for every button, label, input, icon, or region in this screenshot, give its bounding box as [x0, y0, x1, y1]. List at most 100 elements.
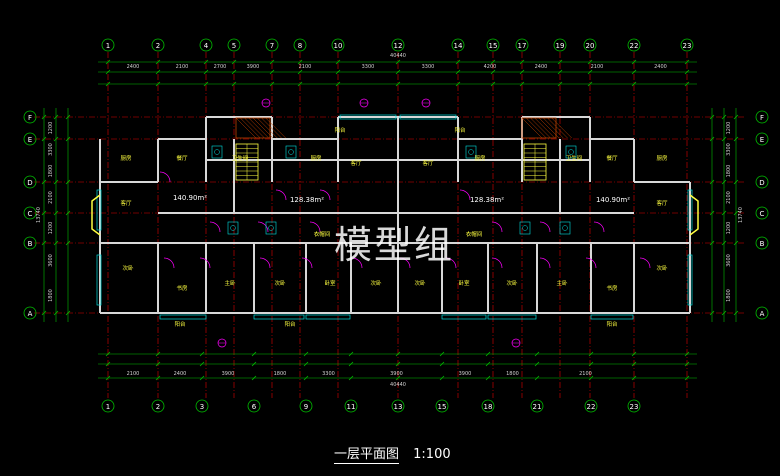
dim-tick	[733, 114, 739, 120]
axis-bubble-top	[265, 38, 279, 52]
dim-tick	[348, 351, 354, 357]
room-label-bath: 卫生间	[566, 154, 583, 162]
axis-label-top: 14	[454, 42, 463, 50]
room-label-master: 主卧	[224, 279, 236, 287]
dim-text-bottom: 2100	[579, 371, 592, 377]
fixture	[227, 221, 239, 235]
dim-tick	[733, 210, 739, 216]
axis-label-bottom: 1	[106, 403, 110, 411]
room-label-kitchen: 厨房	[310, 154, 322, 162]
dim-tick	[203, 59, 209, 65]
room-label-kitchen: 厨房	[656, 154, 668, 162]
dim-tick	[203, 81, 209, 87]
fixture	[559, 221, 571, 235]
axis-bubble-bottom	[530, 399, 544, 413]
room-label-balcony: 阳台	[284, 320, 296, 328]
axis-label-top: 19	[556, 42, 565, 50]
fixture-bowl	[230, 225, 236, 231]
axis-bubble-top	[515, 38, 529, 52]
dim-tick	[709, 310, 715, 316]
dim-tick	[41, 136, 47, 142]
dim-tick	[395, 351, 401, 357]
room-label-living: 客厅	[422, 159, 434, 167]
dim-tick	[455, 81, 461, 87]
axis-label-bottom: 6	[252, 403, 257, 411]
dim-tick	[709, 240, 715, 246]
dim-tick	[53, 114, 59, 120]
door-swing	[309, 221, 321, 233]
drawing-caption: 一层平面图 1:100	[334, 443, 451, 464]
dim-tick	[251, 351, 257, 357]
axis-label-left: F	[28, 114, 32, 122]
hatch-line	[265, 117, 286, 139]
dim-tick	[269, 69, 275, 75]
dim-tick	[65, 210, 71, 216]
dim-tick	[155, 69, 161, 75]
dim-text-right: 1800	[726, 289, 732, 302]
axis-bubble-top	[451, 38, 465, 52]
dim-tick	[348, 375, 354, 381]
dim-text-right: 3600	[726, 254, 732, 267]
dim-text-bottom: 3900	[390, 371, 403, 377]
axis-bubble-top	[101, 38, 115, 52]
dim-tick	[269, 59, 275, 65]
dim-tick	[203, 69, 209, 75]
dim-tick	[395, 69, 401, 75]
watermark: 模型组	[334, 223, 455, 267]
fixture-bowl	[214, 149, 220, 155]
door-swing	[351, 257, 363, 269]
axis-bubble-right	[755, 175, 769, 189]
dim-tick	[155, 361, 161, 367]
dim-tick	[587, 59, 593, 65]
axis-bubble-right	[755, 306, 769, 320]
fixture	[285, 145, 297, 159]
dim-text-top: 2400	[127, 64, 140, 70]
dim-tick	[53, 210, 59, 216]
dim-tick	[588, 351, 594, 357]
dim-tick	[721, 310, 727, 316]
door-swing	[257, 221, 269, 233]
axis-bubble-left	[23, 306, 37, 320]
dim-tick	[439, 351, 445, 357]
dim-tick	[303, 351, 309, 357]
axis-label-top: 7	[270, 42, 274, 50]
window	[487, 314, 537, 320]
door-swing	[459, 189, 471, 201]
room-label-study: 书房	[606, 284, 618, 292]
dim-tick	[41, 310, 47, 316]
hatch-line	[547, 117, 568, 139]
dim-tick	[297, 81, 303, 87]
hatch-line	[538, 117, 560, 139]
dim-text-bottom: 3900	[459, 371, 472, 377]
window-side	[687, 189, 693, 231]
axis-label-bottom: 3	[200, 403, 204, 411]
window	[339, 114, 397, 120]
dim-tick	[269, 81, 275, 87]
dim-tick	[105, 351, 111, 357]
fixture-bowl	[562, 225, 568, 231]
dim-tick	[631, 375, 637, 381]
dim-tick	[684, 81, 690, 87]
dim-tick	[733, 179, 739, 185]
dim-tick	[557, 69, 563, 75]
dim-text-bottom: 3900	[222, 371, 235, 377]
dim-tick	[588, 375, 594, 381]
dim-tick	[684, 361, 690, 367]
room-label-bath: 卫生间	[232, 154, 249, 162]
stairs	[235, 117, 572, 181]
dim-text-top: 2700	[214, 64, 227, 70]
dim-tick	[631, 59, 637, 65]
axis-bubble-top	[391, 38, 405, 52]
dim-tick	[231, 69, 237, 75]
axis-bubble-right	[755, 236, 769, 250]
dim-total-right: 13740	[738, 207, 744, 223]
room-label-bedroom: 卧室	[458, 279, 470, 287]
dim-tick	[721, 136, 727, 142]
room-label-study: 书房	[176, 284, 188, 292]
room-label-dining: 餐厅	[606, 154, 618, 162]
dim-tick	[721, 114, 727, 120]
axis-label-bottom: 23	[630, 403, 639, 411]
